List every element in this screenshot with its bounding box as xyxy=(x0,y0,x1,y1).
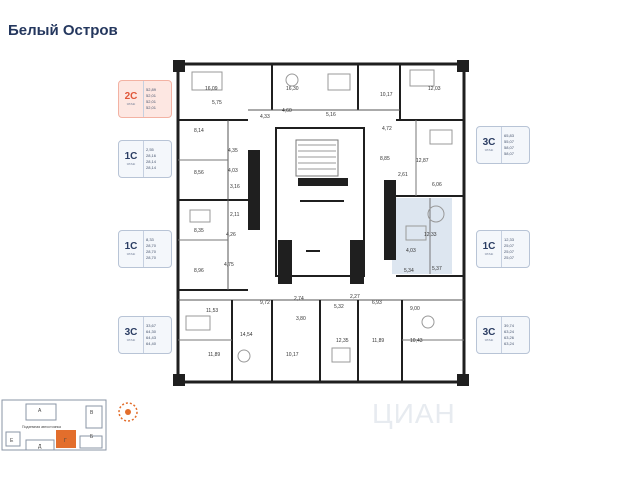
room-area[interactable]: 5,37 xyxy=(432,266,442,272)
room-area[interactable]: 5,34 xyxy=(404,268,414,274)
room-area: 10,17 xyxy=(286,352,299,358)
section-label: В xyxy=(90,410,94,416)
room-area: 16,30 xyxy=(286,86,299,92)
selected-apartment[interactable] xyxy=(392,198,452,274)
compass-icon xyxy=(118,402,138,422)
building-minimap[interactable]: А Б В Г Д Е Подземная автостоянка xyxy=(1,399,138,451)
room-area: 11,53 xyxy=(206,308,218,314)
room-area: 14,54 xyxy=(240,332,253,338)
room-area: 11,89 xyxy=(208,352,220,358)
section-label: Г xyxy=(64,438,67,444)
room-area: 3,16 xyxy=(230,184,240,190)
room-area: 4,33 xyxy=(260,114,270,120)
room-area: 9,72 xyxy=(260,300,270,306)
room-area: 8,56 xyxy=(194,170,204,176)
room-area: 2,74 xyxy=(294,296,304,302)
room-area: 10,17 xyxy=(380,92,393,98)
room-area[interactable]: 12,33 xyxy=(424,232,437,238)
room-area: 5,75 xyxy=(212,100,222,106)
room-area: 12,87 xyxy=(416,158,429,164)
current-section-marker xyxy=(56,430,76,448)
room-area: 4,72 xyxy=(382,126,392,132)
room-area: 4,60 xyxy=(282,108,292,114)
room-area: 4,26 xyxy=(226,232,236,238)
section-label: Б xyxy=(90,434,94,440)
room-area: 11,89 xyxy=(372,338,384,344)
room-area: 3,80 xyxy=(296,316,306,322)
parking-caption: Подземная автостоянка xyxy=(22,425,61,429)
room-area: 8,14 xyxy=(194,128,204,134)
room-area: 8,35 xyxy=(194,228,204,234)
page-title: Белый Остров xyxy=(8,22,118,39)
watermark: ЦИАН xyxy=(372,398,456,429)
section-label: А xyxy=(38,408,42,414)
room-area: 6,93 xyxy=(372,300,382,306)
room-area: 5,32 xyxy=(334,304,344,310)
room-area: 9,00 xyxy=(410,306,420,312)
room-area: 4,35 xyxy=(228,148,238,154)
room-area: 16,09 xyxy=(205,86,218,92)
room-area: 4,03 xyxy=(228,168,238,174)
room-area: 6,06 xyxy=(432,182,442,188)
room-area: 12,35 xyxy=(336,338,349,344)
room-area[interactable]: 4,03 xyxy=(406,248,416,254)
room-area: 8,85 xyxy=(380,156,390,162)
room-area: 2,61 xyxy=(398,172,408,178)
room-area: 12,03 xyxy=(428,86,441,92)
room-area: 8,96 xyxy=(194,268,204,274)
room-area: 2,27 xyxy=(350,294,360,300)
room-area: 4,75 xyxy=(224,262,234,268)
section-label: Д xyxy=(38,444,42,450)
room-area: 2,11 xyxy=(230,212,240,218)
room-area: 5,16 xyxy=(326,112,336,118)
room-area: 10,43 xyxy=(410,338,423,344)
section-label: Е xyxy=(10,438,14,444)
